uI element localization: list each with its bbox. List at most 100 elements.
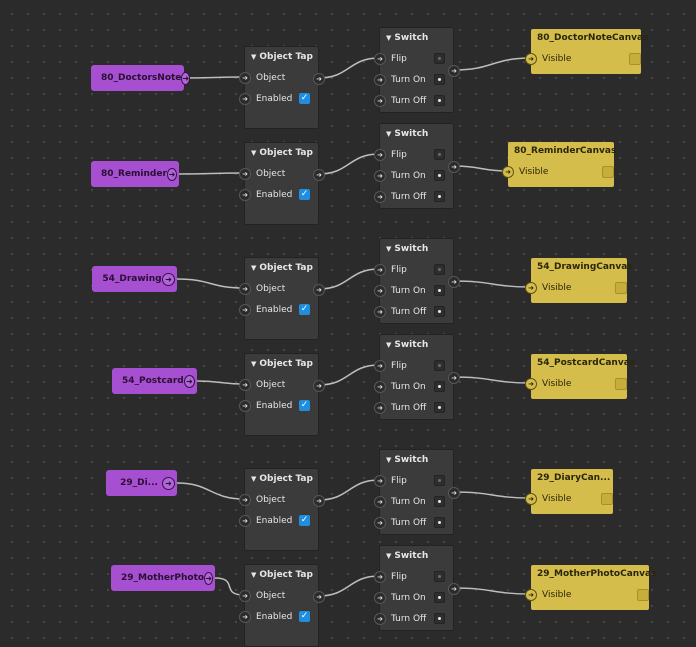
switch-node[interactable]: ▼Switch➜Flip➜Turn On➜Turn Off➜	[374, 449, 460, 535]
object-tap-header[interactable]: ▼Object Tap	[245, 354, 318, 374]
canvas-node[interactable]: 54_DrawingCanvas➜Visible	[525, 258, 633, 303]
object-tap-node[interactable]: ▼Object Tap➜Object➜Enabled✓➜	[239, 142, 325, 225]
arrow-right-icon[interactable]: ➜	[374, 612, 386, 625]
canvas-node[interactable]: 80_ReminderCanvas➜Visible	[502, 142, 616, 187]
turn-off-trigger-button[interactable]	[434, 191, 445, 202]
arrow-right-icon[interactable]: ➜	[525, 378, 537, 390]
arrow-right-icon[interactable]: ➜	[374, 591, 386, 604]
triangle-down-icon[interactable]: ▼	[386, 552, 392, 560]
arrow-right-icon[interactable]: ➜	[239, 514, 251, 527]
turn-off-trigger-button[interactable]	[434, 306, 445, 317]
switch-node[interactable]: ▼Switch➜Flip➜Turn On➜Turn Off➜	[374, 238, 460, 324]
turn-off-trigger-button[interactable]	[434, 402, 445, 413]
arrow-right-icon[interactable]: ➜	[374, 495, 386, 508]
switch-header[interactable]: ▼Switch	[380, 450, 453, 470]
arrow-right-icon[interactable]: ➜	[502, 166, 514, 178]
source-node[interactable]: 80_Reminder➜	[91, 161, 179, 187]
arrow-right-icon[interactable]: ➜	[313, 284, 325, 296]
flip-trigger-button[interactable]	[434, 360, 445, 371]
flip-trigger-button[interactable]	[434, 475, 445, 486]
arrow-right-icon[interactable]: ➜	[183, 374, 195, 388]
switch-header[interactable]: ▼Switch	[380, 239, 453, 259]
arrow-right-icon[interactable]: ➜	[374, 305, 386, 318]
arrow-right-icon[interactable]: ➜	[313, 495, 325, 507]
arrow-right-icon[interactable]: ➜	[374, 169, 386, 182]
object-tap-header[interactable]: ▼Object Tap	[245, 47, 318, 67]
triangle-down-icon[interactable]: ▼	[386, 456, 392, 464]
arrow-right-icon[interactable]: ➜	[448, 161, 460, 173]
triangle-down-icon[interactable]: ▼	[251, 360, 257, 368]
object-tap-node[interactable]: ▼Object Tap➜Object➜Enabled✓➜	[239, 257, 325, 340]
switch-node[interactable]: ▼Switch➜Flip➜Turn On➜Turn Off➜	[374, 123, 460, 209]
switch-header[interactable]: ▼Switch	[380, 546, 453, 566]
triangle-down-icon[interactable]: ▼	[251, 149, 257, 157]
turn-on-trigger-button[interactable]	[434, 285, 445, 296]
source-node[interactable]: 54_Drawing➜	[92, 266, 177, 292]
switch-header[interactable]: ▼Switch	[380, 335, 453, 355]
arrow-right-icon[interactable]: ➜	[374, 359, 386, 372]
object-tap-node[interactable]: ▼Object Tap➜Object➜Enabled✓➜	[239, 353, 325, 436]
arrow-right-icon[interactable]: ➜	[374, 190, 386, 203]
triangle-down-icon[interactable]: ▼	[251, 53, 257, 61]
arrow-right-icon[interactable]: ➜	[374, 284, 386, 297]
arrow-right-icon[interactable]: ➜	[239, 188, 251, 201]
arrow-right-icon[interactable]: ➜	[181, 71, 191, 85]
object-tap-node[interactable]: ▼Object Tap➜Object➜Enabled✓➜	[239, 46, 325, 129]
source-node[interactable]: 29_MotherPhoto➜	[111, 565, 215, 591]
arrow-right-icon[interactable]: ➜	[374, 380, 386, 393]
arrow-right-icon[interactable]: ➜	[448, 65, 460, 77]
arrow-right-icon[interactable]: ➜	[239, 610, 251, 623]
enabled-checkbox[interactable]: ✓	[299, 304, 310, 315]
enabled-checkbox[interactable]: ✓	[299, 515, 310, 526]
canvas-node[interactable]: 29_DiaryCan...➜Visible	[525, 469, 613, 514]
turn-on-trigger-button[interactable]	[434, 496, 445, 507]
arrow-right-icon[interactable]: ➜	[239, 71, 251, 84]
arrow-right-icon[interactable]: ➜	[204, 571, 213, 585]
triangle-down-icon[interactable]: ▼	[251, 571, 257, 579]
flip-trigger-button[interactable]	[434, 53, 445, 64]
arrow-right-icon[interactable]: ➜	[239, 493, 251, 506]
switch-header[interactable]: ▼Switch	[380, 28, 453, 48]
arrow-right-icon[interactable]: ➜	[313, 380, 325, 392]
arrow-right-icon[interactable]: ➜	[448, 583, 460, 595]
flip-trigger-button[interactable]	[434, 264, 445, 275]
arrow-right-icon[interactable]: ➜	[525, 282, 537, 294]
flip-trigger-button[interactable]	[434, 149, 445, 160]
turn-on-trigger-button[interactable]	[434, 170, 445, 181]
arrow-right-icon[interactable]: ➜	[239, 378, 251, 391]
turn-off-trigger-button[interactable]	[434, 95, 445, 106]
source-node[interactable]: 80_DoctorsNote➜	[91, 65, 191, 91]
turn-on-trigger-button[interactable]	[434, 74, 445, 85]
turn-on-trigger-button[interactable]	[434, 381, 445, 392]
arrow-right-icon[interactable]: ➜	[239, 92, 251, 105]
arrow-right-icon[interactable]: ➜	[239, 589, 251, 602]
arrow-right-icon[interactable]: ➜	[162, 272, 175, 286]
arrow-right-icon[interactable]: ➜	[525, 53, 537, 65]
object-tap-header[interactable]: ▼Object Tap	[245, 565, 318, 585]
object-tap-node[interactable]: ▼Object Tap➜Object➜Enabled✓➜	[239, 564, 325, 647]
arrow-right-icon[interactable]: ➜	[313, 169, 325, 181]
object-tap-node[interactable]: ▼Object Tap➜Object➜Enabled✓➜	[239, 468, 325, 551]
visible-checkbox[interactable]	[602, 166, 614, 178]
arrow-right-icon[interactable]: ➜	[313, 591, 325, 603]
object-tap-header[interactable]: ▼Object Tap	[245, 258, 318, 278]
arrow-right-icon[interactable]: ➜	[162, 476, 175, 490]
arrow-right-icon[interactable]: ➜	[448, 372, 460, 384]
arrow-right-icon[interactable]: ➜	[239, 282, 251, 295]
triangle-down-icon[interactable]: ▼	[251, 264, 257, 272]
canvas-node[interactable]: 29_MotherPhotoCanvas➜Visible	[525, 565, 656, 610]
canvas-node[interactable]: 80_DoctorNoteCanvas➜Visible	[525, 29, 648, 74]
source-node[interactable]: 29_Di...➜	[106, 470, 177, 496]
visible-checkbox[interactable]	[637, 589, 649, 601]
visible-checkbox[interactable]	[601, 493, 613, 505]
arrow-right-icon[interactable]: ➜	[313, 73, 325, 85]
switch-node[interactable]: ▼Switch➜Flip➜Turn On➜Turn Off➜	[374, 545, 460, 631]
arrow-right-icon[interactable]: ➜	[448, 276, 460, 288]
arrow-right-icon[interactable]: ➜	[239, 399, 251, 412]
enabled-checkbox[interactable]: ✓	[299, 189, 310, 200]
turn-off-trigger-button[interactable]	[434, 517, 445, 528]
canvas-node[interactable]: 54_PostcardCanvas➜Visible	[525, 354, 635, 399]
arrow-right-icon[interactable]: ➜	[374, 52, 386, 65]
arrow-right-icon[interactable]: ➜	[239, 303, 251, 316]
enabled-checkbox[interactable]: ✓	[299, 93, 310, 104]
